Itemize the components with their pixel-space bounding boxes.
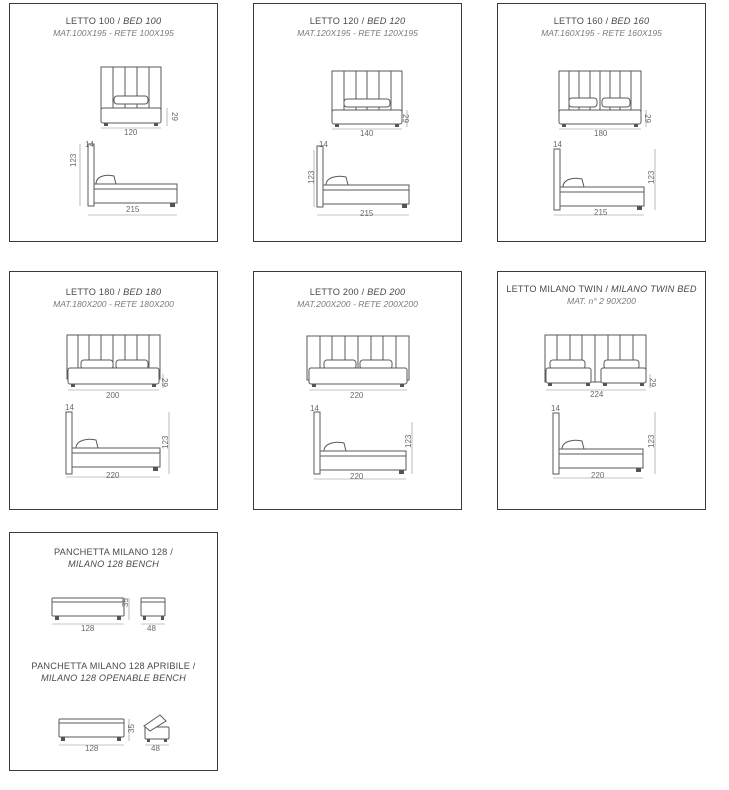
openable-bench-side-view: [58, 718, 125, 741]
dim-front-width: 140: [360, 129, 374, 138]
panel-subtitle: MAT. n° 2 90X200: [567, 296, 636, 306]
panel-subtitle: MAT.100X195 - RETE 100X195: [53, 28, 174, 38]
dim-front-width: 200: [106, 391, 120, 400]
bed-front-view: [558, 70, 642, 127]
dim-side-height: 123: [647, 434, 656, 448]
panel-bed-120: LETTO 120 / BED 120 MAT.120X195 - RETE 1…: [253, 3, 462, 242]
panel-title: LETTO 120 / BED 120: [309, 16, 406, 26]
panel-title: LETTO 100 / BED 100: [65, 16, 162, 26]
panel-bed-160: LETTO 160 / BED 160 MAT.160X195 - RETE 1…: [497, 3, 706, 242]
dim-openable-height: 35: [127, 724, 136, 733]
dim-bench-width: 128: [81, 624, 95, 633]
dim-length: 215: [360, 209, 374, 218]
panel-title: LETTO 160 / BED 160: [553, 16, 650, 26]
bench-title-en: MILANO 128 BENCH: [67, 559, 160, 569]
dim-openable-depth: 48: [151, 744, 160, 753]
bench-drawing: 128 35 48 128 35 48: [51, 597, 170, 753]
panel-subtitle: MAT.200X200 - RETE 200X200: [297, 299, 418, 309]
dim-height: 29: [401, 114, 410, 123]
panel-bed-180: LETTO 180 / BED 180 MAT.180X200 - RETE 1…: [9, 271, 218, 510]
bed-front-view: [331, 70, 403, 127]
bed-front-view: [66, 334, 161, 387]
bed-front-view: [306, 335, 410, 387]
panel-title: LETTO 180 / BED 180: [65, 287, 162, 297]
bench-side-view: [51, 597, 125, 620]
dim-side-height: 123: [161, 435, 170, 449]
dim-height: 29: [160, 378, 169, 387]
bed-drawing: 140 29 14 123 215: [307, 70, 410, 218]
panel-bed-100: LETTO 100 / BED 100 MAT.100X195 - RETE 1…: [9, 3, 218, 242]
openable-bench-title: PANCHETTA MILANO 128 APRIBILE /: [31, 661, 196, 671]
bed-side-view: [553, 148, 645, 211]
panel-milano-twin: LETTO MILANO TWIN / MILANO TWIN BED MAT.…: [497, 271, 706, 510]
dim-length: 215: [126, 205, 140, 214]
bed-front-view: [100, 66, 162, 126]
bed-side-view: [87, 143, 178, 207]
bed-front-view: [544, 334, 647, 386]
dim-length: 220: [350, 472, 364, 481]
dim-length: 220: [591, 471, 605, 480]
dim-openable-width: 128: [85, 744, 99, 753]
bed-side-view: [316, 145, 410, 208]
openable-bench-title-en: MILANO 128 OPENABLE BENCH: [41, 673, 186, 683]
bench-end-view: [140, 597, 166, 620]
bed-side-view: [552, 412, 644, 475]
bed-side-view: [313, 411, 407, 475]
dim-side-height: 123: [404, 434, 413, 448]
dim-head: 14: [310, 404, 319, 413]
dim-head: 14: [85, 140, 94, 149]
dim-head: 14: [65, 403, 74, 412]
panel-title: LETTO MILANO TWIN / MILANO TWIN BED: [506, 284, 697, 294]
dim-side-height: 123: [647, 170, 656, 184]
dim-side-height: 123: [69, 153, 78, 167]
dim-height: 29: [643, 114, 652, 123]
dim-height: 29: [170, 112, 179, 121]
dim-head: 14: [551, 404, 560, 413]
dim-head: 14: [319, 140, 328, 149]
bed-drawing: 200 29 14 123 220: [65, 334, 170, 480]
dim-bench-depth: 48: [147, 624, 156, 633]
dim-head: 14: [553, 140, 562, 149]
bed-drawing: 120 29 14 123 215: [69, 66, 179, 216]
bed-drawing: 224 29 14 123 220: [544, 334, 657, 480]
dim-side-height: 123: [307, 170, 316, 184]
openable-bench-end-view: [143, 714, 170, 742]
panel-title: LETTO 200 / BED 200: [309, 287, 406, 297]
dim-front-width: 224: [590, 390, 604, 399]
dim-height: 29: [648, 378, 657, 387]
panel-subtitle: MAT.160X195 - RETE 160X195: [541, 28, 662, 38]
panel-subtitle: MAT.180X200 - RETE 180X200: [53, 299, 174, 309]
bed-side-view: [65, 411, 161, 475]
bench-title: PANCHETTA MILANO 128 /: [54, 547, 173, 557]
panel-bed-200: LETTO 200 / BED 200 MAT.200X200 - RETE 2…: [253, 271, 462, 510]
dim-front-width: 120: [124, 128, 138, 137]
dim-bench-height: 35: [121, 598, 130, 607]
dim-front-width: 220: [350, 391, 364, 400]
dim-length: 220: [106, 471, 120, 480]
panel-subtitle: MAT.120X195 - RETE 120X195: [297, 28, 418, 38]
bed-drawing: 180 29 14 123 215: [553, 70, 656, 217]
panel-milano-bench: PANCHETTA MILANO 128 / MILANO 128 BENCH …: [9, 532, 218, 771]
dim-front-width: 180: [594, 129, 608, 138]
bed-drawing: 220 14 123 220: [306, 335, 413, 481]
dim-length: 215: [594, 208, 608, 217]
